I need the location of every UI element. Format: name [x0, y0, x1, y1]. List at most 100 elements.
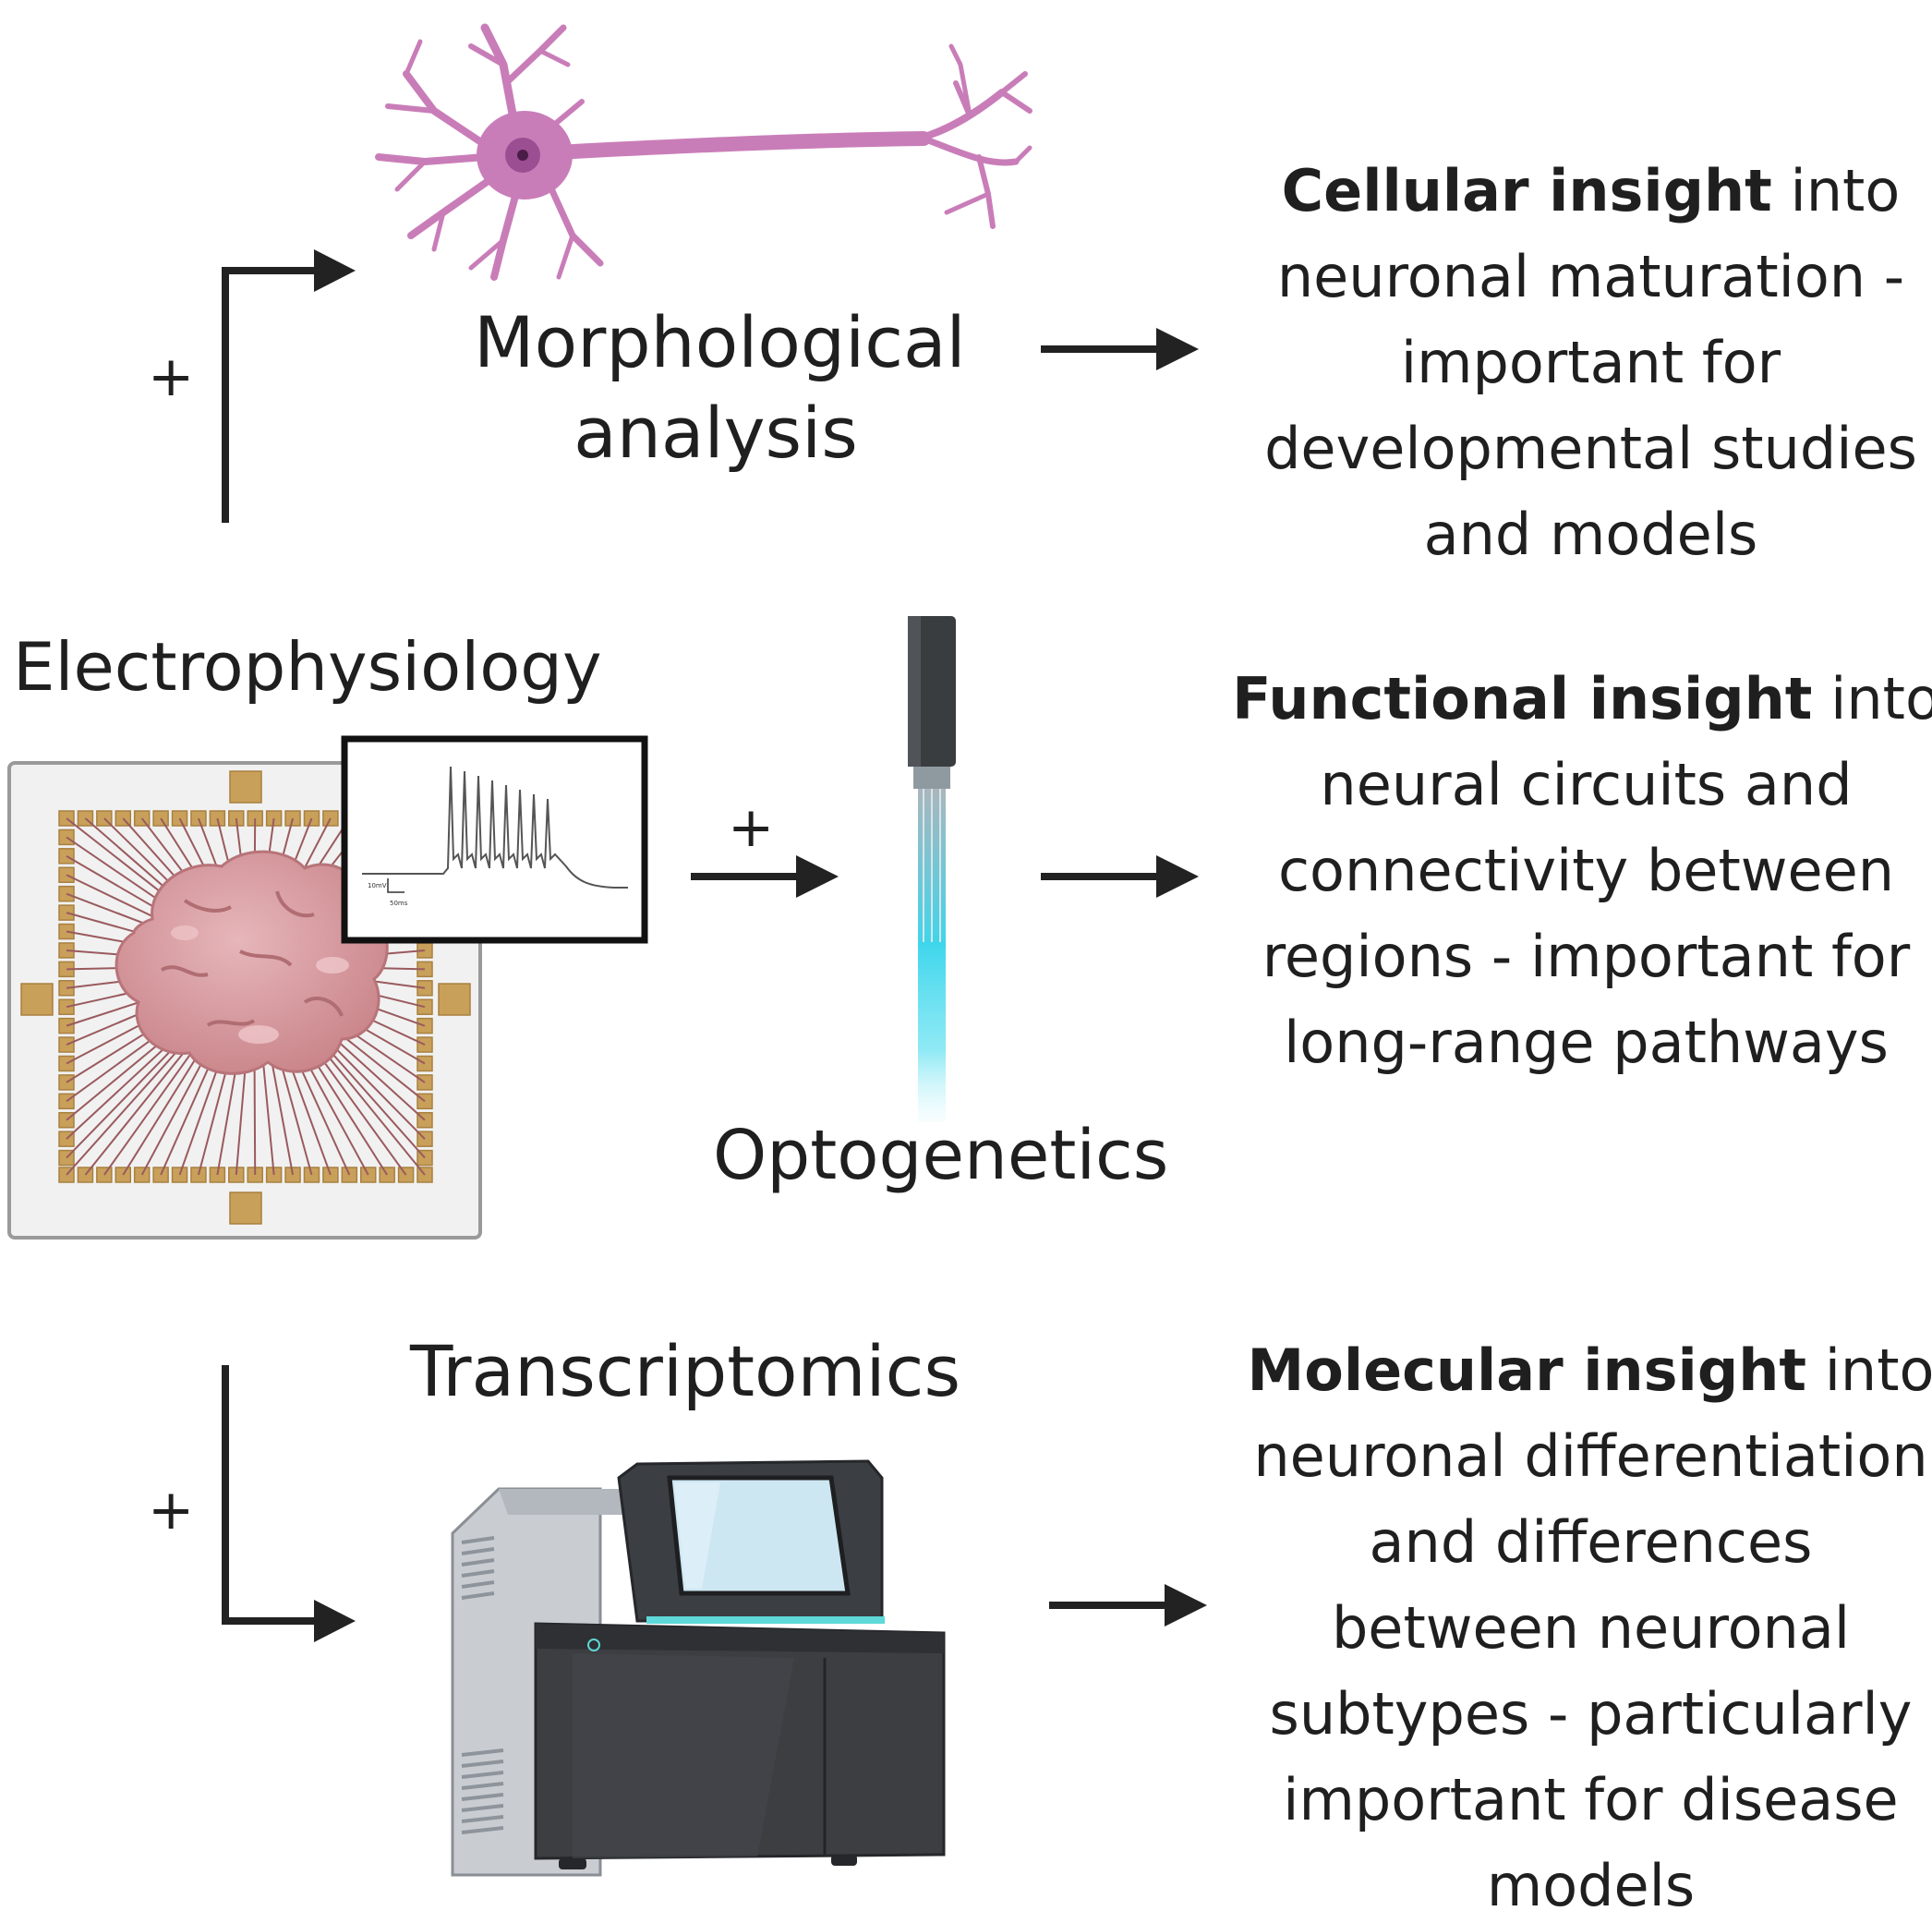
organoid-fold: [239, 949, 293, 967]
insight-heading-bold: Functional insight: [1232, 665, 1813, 732]
sequencer-top-edge: [499, 1489, 628, 1515]
organoid-fold: [303, 997, 344, 1017]
reference-pad: [229, 1191, 262, 1225]
organoid-fold: [183, 899, 232, 913]
sequencer-body-shine: [573, 1653, 794, 1858]
neuron-terminal-branch: [1013, 145, 1032, 164]
organoid-body: [115, 850, 389, 1075]
sequencer-foot: [559, 1858, 586, 1869]
insight-heading-line: Functional insight into: [1228, 656, 1932, 742]
arrow-to-cellular-insight-head: [1156, 328, 1199, 370]
sequencer-foot: [831, 1855, 857, 1866]
electrophysiology-label: Electrophysiology: [13, 628, 602, 706]
insight-line: important for disease: [1283, 1766, 1899, 1833]
trace-scale-bar: [387, 878, 405, 893]
sequencer-screen-glare: [674, 1482, 720, 1589]
neuron-terminal-branch: [976, 154, 996, 229]
elbow-arrowhead-top: [314, 249, 356, 292]
organoid-fold: [206, 1019, 256, 1027]
sequencer-vent-bottom: [461, 1748, 504, 1834]
transcriptomics-label: Transcriptomics: [410, 1330, 961, 1412]
insight-line: important for: [1400, 329, 1781, 396]
neuron-dendrite: [502, 24, 567, 87]
insight-line: neural circuits and: [1320, 751, 1853, 818]
neuron-dendrite: [546, 181, 604, 267]
insight-line: subtypes - particularly: [1269, 1680, 1913, 1748]
connectors: [222, 249, 1207, 1642]
sequencer-machine: [451, 1459, 946, 1877]
insight-heading-bold: Molecular insight: [1247, 1336, 1806, 1404]
elbow-arrowhead-bottom: [314, 1600, 356, 1642]
organoid-fold: [161, 965, 209, 977]
neuron-dendrite: [404, 39, 423, 77]
arrow-to-optogenetics-head: [796, 855, 839, 898]
neuron-terminal-branch: [944, 191, 991, 215]
organoid: [115, 850, 389, 1075]
morphological-label-line: analysis: [574, 391, 858, 474]
sequencer-body-lip: [536, 1624, 944, 1653]
neuron-dendrite: [551, 99, 585, 127]
neuron-axon: [547, 131, 931, 160]
insight-line: neuronal maturation -: [1276, 243, 1905, 310]
reference-pad: [438, 983, 471, 1016]
elbow-connector-top: [222, 267, 314, 523]
organoid-highlight: [171, 925, 199, 940]
molecular-insight-text: Molecular insight into neuronal differen…: [1238, 1327, 1932, 1911]
neuron-terminal-branch: [948, 43, 972, 118]
insight-line: between neuronal: [1331, 1594, 1851, 1662]
spike-trace: [362, 766, 628, 889]
optogenetics-label: Optogenetics: [713, 1116, 1169, 1195]
trace-scale-time: 50ms: [390, 900, 408, 907]
morphological-label-line: Morphological: [474, 301, 966, 383]
neuron-dendrite: [556, 233, 575, 280]
insight-line: and differences: [1369, 1508, 1813, 1576]
plus-sign-top: +: [148, 345, 195, 409]
neuron-dendrite: [468, 237, 506, 271]
insight-line: regions - important for: [1262, 923, 1911, 990]
arrow-to-functional-insight-head: [1156, 855, 1199, 898]
neuron-dendrite: [490, 186, 521, 281]
light-beam: [918, 942, 946, 1122]
insight-line: neuronal differentiation: [1253, 1422, 1928, 1490]
neuron-dendrite: [385, 103, 437, 114]
neuron-terminal-branch: [999, 71, 1028, 95]
neuron-dendrite: [537, 48, 571, 67]
elbow-connector-bottom: [222, 1365, 314, 1625]
insight-heading-line: Molecular insight into: [1238, 1327, 1932, 1413]
neuron-illustration: [375, 23, 1032, 281]
optogenetic-fiber: [908, 616, 956, 1122]
insight-line: connectivity between: [1277, 837, 1895, 904]
organoid-fold: [275, 890, 315, 918]
sequencer-vent-top: [461, 1536, 495, 1600]
neuron-nucleolus: [517, 150, 528, 161]
insight-line: and models: [1423, 501, 1758, 568]
insight-heading-rest: into: [1805, 1336, 1932, 1404]
reference-pad: [20, 983, 54, 1016]
sequencer-power-button: [587, 1639, 600, 1651]
neuron-dendrite: [431, 210, 446, 252]
neuron-dendrite: [375, 153, 489, 165]
cellular-insight-text: Cellular insight into neuronal maturatio…: [1238, 148, 1932, 577]
insight-heading-line: Cellular insight into: [1238, 148, 1932, 234]
sequencer-status-strip: [646, 1616, 885, 1624]
neuron-terminal-branch: [999, 90, 1032, 114]
reference-pad: [229, 770, 262, 804]
organoid-highlight: [316, 957, 349, 974]
ephys-trace-panel: 10mV 50ms: [341, 735, 648, 944]
fiber-ferrule: [913, 767, 950, 789]
plus-sign-middle: +: [728, 795, 775, 860]
neuron-terminal-branch: [920, 135, 1020, 166]
morphological-analysis-label: Morphological analysis: [474, 301, 966, 474]
insight-heading-rest: into: [1771, 157, 1901, 224]
functional-insight-text: Functional insight into neural circuits …: [1228, 656, 1932, 1085]
insight-line: models: [1486, 1852, 1696, 1911]
insight-heading-bold: Cellular insight: [1281, 157, 1772, 224]
neuron-dendrite: [468, 43, 506, 67]
organoid-highlight: [238, 1025, 279, 1044]
trace-scale-voltage: 10mV: [368, 882, 387, 889]
neuron-dendrite: [394, 159, 428, 192]
insight-line: developmental studies: [1264, 415, 1917, 482]
neuron-terminal-branch: [915, 89, 1006, 142]
